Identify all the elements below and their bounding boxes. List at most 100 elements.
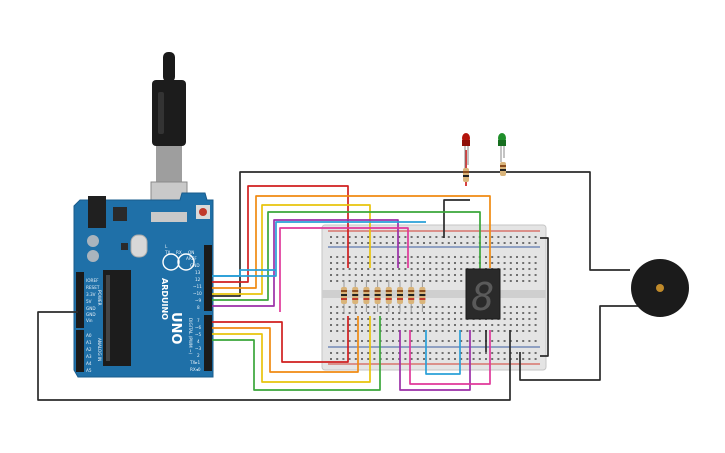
breadboard-hole [336,268,339,270]
breadboard-hole [373,318,376,320]
breadboard-hole [534,340,537,342]
breadboard-hole [509,306,512,308]
breadboard-hole [491,340,494,342]
breadboard-hole [379,262,382,264]
wire-yellow-top [212,204,371,295]
breadboard-hole [398,268,401,270]
l-label: L [165,244,168,249]
breadboard-hole [410,256,413,258]
breadboard-hole [497,352,500,354]
breadboard-hole [516,280,518,282]
breadboard-hole [466,352,469,354]
breadboard-hole [373,358,376,360]
breadboard-hole [454,330,456,332]
breadboard-hole [516,268,518,270]
breadboard-hole [342,236,345,238]
breadboard-hole [454,324,456,326]
breadboard-hole [497,262,500,264]
breadboard-hole [447,340,450,342]
breadboard-hole [435,280,438,282]
breadboard-hole [354,324,357,326]
power-label-reset: RESET [86,285,100,290]
breadboard-hole [410,268,413,270]
on-label: ON [188,250,194,255]
breadboard-hole [361,242,363,244]
breadboard-hole [435,236,438,238]
breadboard-hole [447,330,450,332]
breadboard-hole [367,358,370,360]
breadboard-hole [373,256,376,258]
breadboard-hole [435,330,438,332]
wire-orange-bottom [212,316,359,373]
analog-label-a2: A2 [86,347,92,352]
breadboard-hole [410,330,413,332]
breadboard-hole [416,352,419,354]
breadboard-hole [516,312,518,314]
resistor-array [341,280,426,312]
breadboard-hole [423,268,425,270]
breadboard-hole [392,268,394,270]
breadboard-hole [404,330,407,332]
breadboard-hole [522,312,525,314]
breadboard-hole [441,324,444,326]
breadboard-hole [404,318,407,320]
breadboard-hole [522,330,525,332]
breadboard-hole [354,262,357,264]
breadboard-hole [336,242,339,244]
breadboard-hole [416,280,419,282]
breadboard-hole [348,306,351,308]
breadboard-hole [361,324,363,326]
breadboard-hole [361,318,363,320]
breadboard-hole [336,340,339,342]
breadboard-hole [385,318,388,320]
pin-label-aref: AREF [186,256,197,261]
breadboard-hole [423,236,425,238]
breadboard-hole [379,274,382,276]
breadboard-hole [348,262,351,264]
breadboard-hole [385,236,388,238]
resistor [408,280,415,312]
resistor [363,280,370,312]
breadboard-hole [385,274,388,276]
breadboard-hole [385,312,388,314]
breadboard-hole [516,236,518,238]
breadboard-hole [534,242,537,244]
breadboard-hole [509,274,512,276]
breadboard-hole [416,256,419,258]
breadboard-hole [392,262,394,264]
pin-label-13: 13 [195,270,201,275]
pin-label-9: ~9 [195,298,202,303]
breadboard-hole [330,324,332,326]
breadboard-hole [503,318,506,320]
breadboard-hole [330,242,332,244]
breadboard-hole [503,262,506,264]
breadboard-hole [410,340,413,342]
display-digit: 8 [472,275,495,319]
breadboard-hole [491,352,494,354]
breadboard-hole [373,352,376,354]
breadboard-hole [429,318,432,320]
power-label-ioref: IOREF [86,278,99,283]
breadboard-hole [435,268,438,270]
breadboard-hole [509,268,512,270]
breadboard-hole [472,352,475,354]
breadboard-hole [503,306,506,308]
breadboard-hole [330,358,332,360]
breadboard-hole [441,358,444,360]
breadboard-hole [330,262,332,264]
breadboard-hole [342,324,345,326]
breadboard-hole [398,274,401,276]
breadboard-hole [330,318,332,320]
breadboard-hole [485,324,487,326]
resistor [374,280,381,312]
breadboard-hole [454,280,456,282]
breadboard-hole [447,268,450,270]
breadboard-hole [379,312,382,314]
wire-green-top [212,211,481,301]
breadboard-hole [528,306,531,308]
breadboard-hole [497,256,500,258]
breadboard-hole [522,324,525,326]
analog-label-a4: A4 [86,361,92,366]
breadboard-hole [416,330,419,332]
breadboard-hole [410,274,413,276]
